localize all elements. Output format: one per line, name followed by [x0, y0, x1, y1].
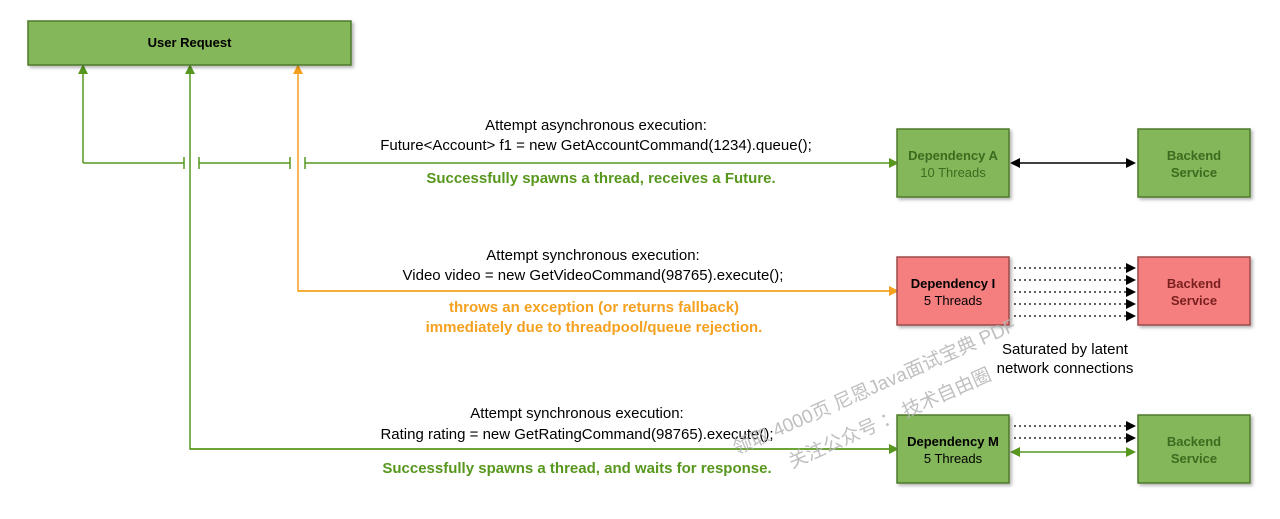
async-code-text: Future<Account> f1 = new GetAccountComma…	[380, 137, 812, 154]
rating-flow-connector	[185, 64, 899, 454]
backend-service-i-line1: Backend	[1167, 276, 1221, 291]
rating-code-text: Rating rating = new GetRatingCommand(987…	[380, 426, 773, 443]
backend-service-a-line2: Service	[1171, 165, 1217, 180]
backend-service-m-line1: Backend	[1167, 434, 1221, 449]
async-flow-connector	[78, 64, 899, 169]
saturation-note-line2: network connections	[997, 360, 1134, 377]
rating-status-text: Successfully spawns a thread, and waits …	[382, 460, 771, 477]
video-flow-connector	[293, 64, 899, 296]
video-code-text: Video video = new GetVideoCommand(98765)…	[403, 267, 784, 284]
saturation-note-line1: Saturated by latent	[1002, 341, 1129, 358]
user-request-box: User Request	[27, 20, 352, 66]
backend-service-m-line2: Service	[1171, 451, 1217, 466]
backend-service-a-line1: Backend	[1167, 148, 1221, 163]
dependency-i-threads: 5 Threads	[924, 293, 983, 308]
dep-m-connections	[1010, 421, 1136, 457]
dependency-m-title: Dependency M	[907, 434, 999, 449]
video-status-line1: throws an exception (or returns fallback…	[449, 299, 739, 316]
backend-service-m-box: Backend Service	[1137, 414, 1251, 484]
dependency-a-threads: 10 Threads	[920, 165, 986, 180]
backend-service-i-line2: Service	[1171, 293, 1217, 308]
video-attempt-text: Attempt synchronous execution:	[486, 247, 699, 264]
dependency-i-box: Dependency I 5 Threads	[896, 256, 1010, 326]
rating-attempt-text: Attempt synchronous execution:	[470, 405, 683, 422]
async-attempt-text: Attempt asynchronous execution:	[485, 117, 707, 134]
backend-service-i-box: Backend Service	[1137, 256, 1251, 326]
async-status-text: Successfully spawns a thread, receives a…	[426, 170, 775, 187]
dependency-a-title: Dependency A	[908, 148, 998, 163]
video-status-line2: immediately due to threadpool/queue reje…	[426, 319, 763, 336]
dependency-m-box: Dependency M 5 Threads	[896, 414, 1010, 484]
backend-service-a-box: Backend Service	[1137, 128, 1251, 198]
user-request-label: User Request	[148, 35, 232, 50]
dependency-a-box: Dependency A 10 Threads	[896, 128, 1010, 198]
dependency-i-title: Dependency I	[911, 276, 996, 291]
dependency-m-threads: 5 Threads	[924, 451, 983, 466]
dep-i-saturated-connections	[1014, 263, 1136, 321]
